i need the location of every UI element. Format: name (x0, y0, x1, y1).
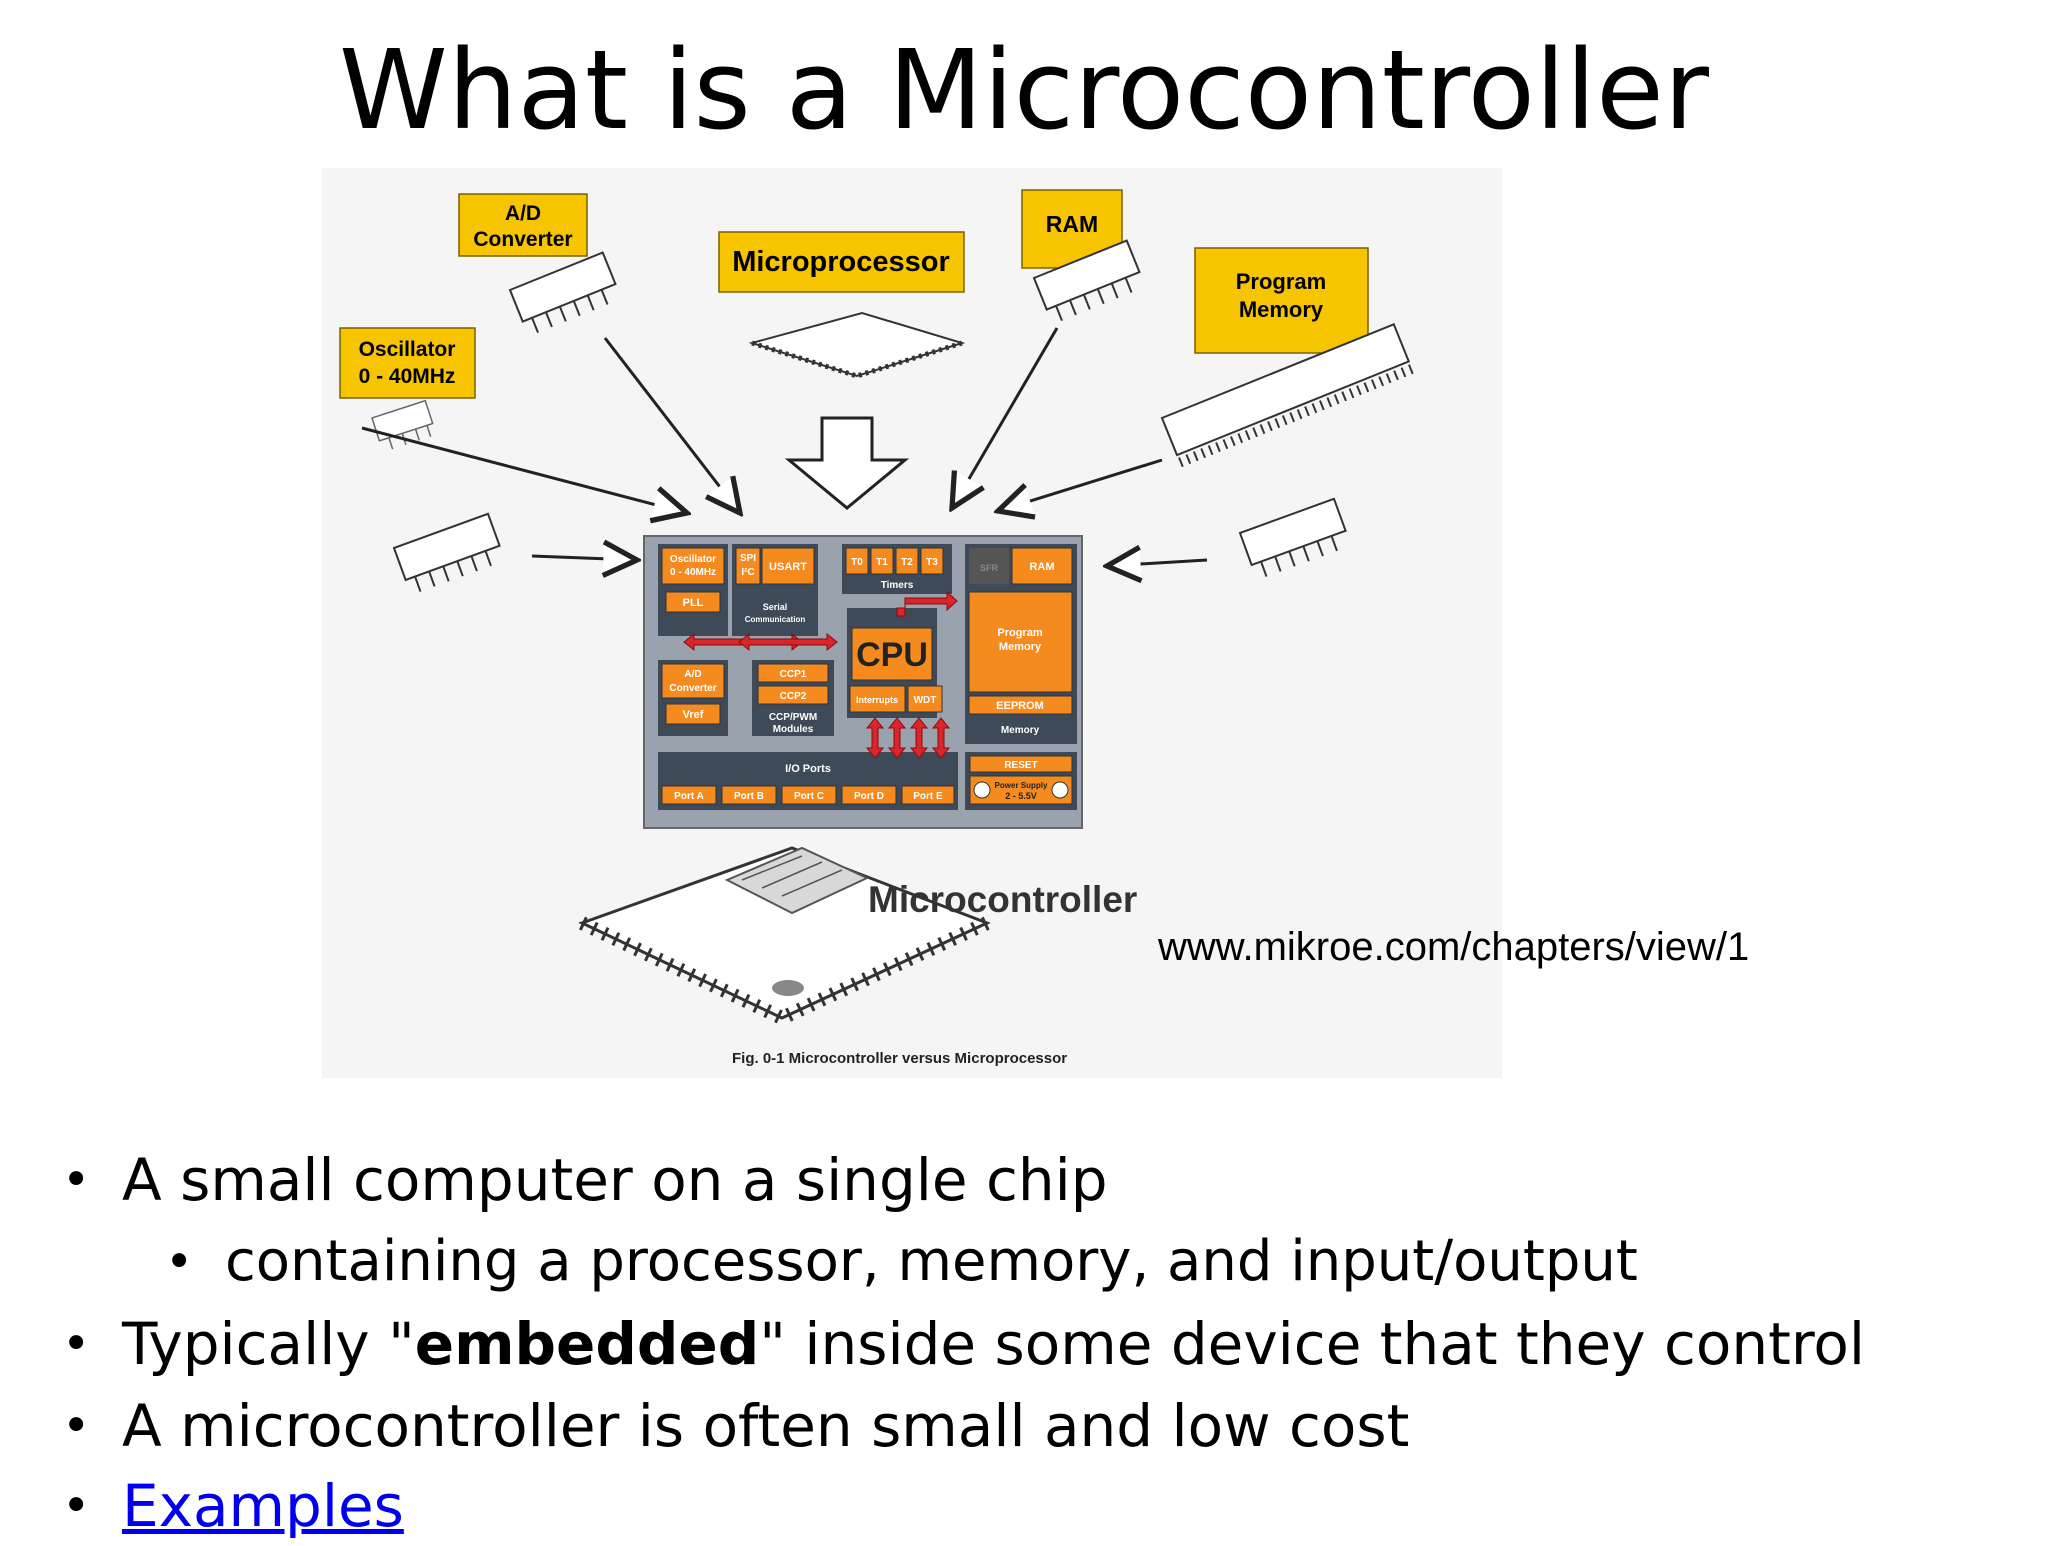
svg-text:SPI: SPI (740, 553, 756, 564)
sub-bullet-item: • containing a processor, memory, and in… (165, 1222, 1638, 1302)
svg-text:A/D: A/D (505, 202, 541, 225)
program-memory-chip-icon (1160, 323, 1414, 468)
microcontroller-figure: A/D Converter Microprocessor RAM Program… (322, 168, 1502, 1078)
svg-text:WDT: WDT (914, 695, 937, 706)
svg-text:Port C: Port C (794, 791, 824, 802)
bullet-dot: • (62, 1398, 91, 1454)
slide-title: What is a Microcontroller (338, 26, 1709, 154)
bullet-dot: • (62, 1316, 91, 1372)
svg-text:Converter: Converter (669, 683, 716, 694)
right-chip-icon (1238, 497, 1347, 577)
bullet-dot: • (165, 1234, 194, 1290)
svg-text:Timers: Timers (881, 580, 914, 591)
svg-text:Interrupts: Interrupts (856, 695, 898, 705)
svg-text:RAM: RAM (1046, 211, 1098, 237)
connection-arrows (361, 327, 1208, 566)
svg-text:Communication: Communication (745, 615, 806, 624)
svg-text:CCP/PWM: CCP/PWM (769, 712, 817, 723)
svg-text:Microprocessor: Microprocessor (732, 246, 950, 278)
svg-text:T0: T0 (851, 557, 863, 568)
svg-text:Power Supply: Power Supply (995, 781, 1048, 790)
bullet-dot: • (62, 1152, 91, 1208)
svg-text:Vref: Vref (683, 709, 704, 721)
svg-text:Memory: Memory (1001, 725, 1040, 736)
bullet-dot: • (62, 1478, 91, 1534)
microcontroller-chip-icon (578, 846, 991, 1026)
microcontroller-block-diagram: Oscillator 0 - 40MHz PLL SPI I²C USART S… (643, 535, 1083, 829)
svg-text:CCP1: CCP1 (780, 669, 807, 680)
svg-text:Memory: Memory (999, 641, 1042, 653)
svg-text:Converter: Converter (473, 228, 572, 251)
svg-text:Port A: Port A (674, 791, 704, 802)
bullet-item: • A small computer on a single chip (62, 1140, 1108, 1220)
figure-caption: Fig. 0-1 Microcontroller versus Micropro… (732, 1050, 1067, 1067)
microprocessor-label: Microprocessor (718, 231, 965, 293)
svg-text:Oscillator: Oscillator (670, 554, 716, 565)
svg-text:2 - 5.5V: 2 - 5.5V (1005, 791, 1037, 801)
bullet-item: • Examples (62, 1466, 404, 1546)
svg-text:Port D: Port D (854, 791, 884, 802)
ad-converter-chip-icon (508, 251, 617, 333)
svg-text:Serial: Serial (763, 602, 788, 612)
svg-text:Program: Program (997, 627, 1042, 639)
left-chip-icon (392, 512, 501, 592)
svg-text:Program: Program (1236, 269, 1326, 294)
svg-text:USART: USART (769, 561, 807, 573)
svg-text:EEPROM: EEPROM (996, 700, 1044, 712)
microcontroller-label: Microcontroller (868, 879, 1137, 920)
svg-text:I²C: I²C (741, 567, 754, 578)
ram-label: RAM (1021, 189, 1123, 269)
down-arrow-icon (784, 416, 910, 510)
svg-text:I/O Ports: I/O Ports (785, 763, 831, 775)
svg-text:A/D: A/D (684, 669, 701, 680)
svg-text:T2: T2 (901, 557, 913, 568)
examples-link[interactable]: Examples (122, 1472, 404, 1540)
svg-text:Modules: Modules (773, 724, 814, 735)
svg-text:Memory: Memory (1239, 297, 1324, 322)
svg-text:CCP2: CCP2 (780, 691, 807, 702)
svg-text:RESET: RESET (1004, 760, 1037, 771)
svg-text:0 - 40MHz: 0 - 40MHz (670, 567, 716, 578)
svg-text:T1: T1 (876, 557, 888, 568)
program-memory-label: Program Memory (1194, 247, 1369, 354)
bullet-item: • Typically "embedded" inside some devic… (62, 1304, 1865, 1384)
svg-text:RAM: RAM (1029, 561, 1054, 573)
svg-text:PLL: PLL (683, 597, 704, 609)
oscillator-label: Oscillator 0 - 40MHz (339, 327, 476, 399)
source-url: www.mikroe.com/chapters/view/1 (1158, 925, 1750, 969)
ad-converter-label: A/D Converter (458, 193, 588, 257)
microprocessor-chip-icon (748, 311, 966, 379)
svg-text:SFR: SFR (980, 563, 999, 573)
svg-text:CPU: CPU (856, 636, 928, 674)
ram-chip-icon (1032, 239, 1141, 321)
svg-text:Port B: Port B (734, 791, 764, 802)
emphasis-embedded: embedded (414, 1310, 760, 1378)
svg-text:0 - 40MHz: 0 - 40MHz (359, 365, 456, 388)
svg-text:T3: T3 (926, 557, 938, 568)
bullet-item: • A microcontroller is often small and l… (62, 1386, 1409, 1466)
svg-text:Port E: Port E (913, 791, 943, 802)
svg-text:Oscillator: Oscillator (359, 338, 456, 361)
